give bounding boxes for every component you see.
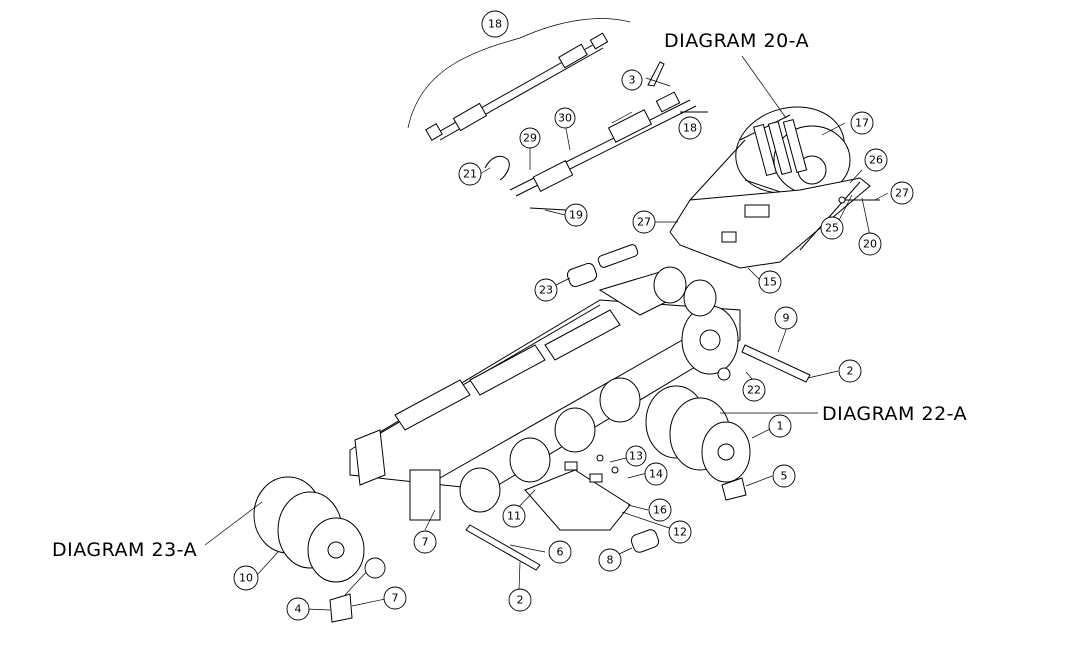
shock-absorber-part <box>425 32 609 141</box>
callout-label: 3 <box>629 74 636 87</box>
callout-label: 7 <box>422 536 429 549</box>
callout-label: 21 <box>463 168 477 181</box>
callout-circle <box>364 557 386 579</box>
callout-label: 27 <box>895 187 909 200</box>
rail-strip <box>465 344 811 571</box>
callout-label: 10 <box>239 572 253 585</box>
callout-label: 12 <box>673 526 687 539</box>
callout-label: 20 <box>863 238 877 251</box>
diagram-label-23a: DIAGRAM 23-A <box>52 539 198 561</box>
callout-label: 6 <box>557 546 564 559</box>
slide-block <box>524 454 631 531</box>
idler-wheel <box>459 266 739 513</box>
callout-label: 14 <box>649 468 663 481</box>
callout-label: 15 <box>763 276 777 289</box>
callout-label: 18 <box>488 18 502 31</box>
callout-label: 9 <box>783 312 790 325</box>
callout-label: 4 <box>295 603 302 616</box>
diagram-label-20a: DIAGRAM 20-A <box>664 30 810 52</box>
callout-label: 25 <box>825 222 839 235</box>
callout-label: 17 <box>855 117 869 130</box>
callout-label: 29 <box>523 132 537 145</box>
diagram-label-22a: DIAGRAM 22-A <box>822 403 968 425</box>
callout-label: 5 <box>781 470 788 483</box>
callout-label: 11 <box>507 510 521 523</box>
wheel-set-22a <box>645 385 751 501</box>
rear-sprocket-assembly <box>669 106 880 269</box>
callout-label: 27 <box>637 216 651 229</box>
callout-label: 23 <box>539 284 553 297</box>
roller-part <box>566 244 660 553</box>
callout-label: 19 <box>569 209 583 222</box>
callout-label: 18 <box>683 122 697 135</box>
callout-label: 13 <box>629 450 643 463</box>
callout-label: 22 <box>747 384 761 397</box>
clip-part <box>484 155 510 181</box>
callout-label: 2 <box>847 365 854 378</box>
callout-label: 8 <box>607 554 614 567</box>
callout-label: 26 <box>869 154 883 167</box>
pin-part <box>647 61 665 87</box>
shock-absorber-part <box>509 91 708 211</box>
callout-label: 30 <box>558 112 572 125</box>
callout-group: 18 3 30 29 21 19 18 17 26 27 27 25 20 15… <box>233 10 914 621</box>
callout-label: 7 <box>392 592 399 605</box>
callout-label: 1 <box>777 420 784 433</box>
wheel-set-23a <box>253 476 365 623</box>
callout-label: 16 <box>653 504 667 517</box>
callout-label: 2 <box>517 594 524 607</box>
group-outline-arc <box>407 18 631 129</box>
